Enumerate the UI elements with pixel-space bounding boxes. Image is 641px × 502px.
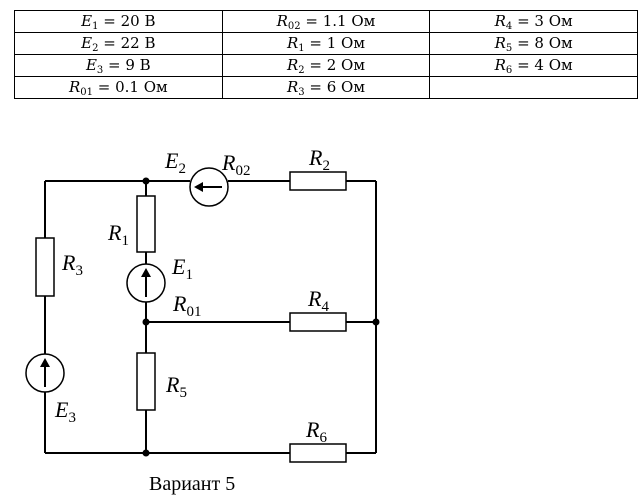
- source-e1: [126, 263, 166, 303]
- label-e3: E3: [54, 397, 76, 426]
- label-r6: R6: [305, 417, 327, 446]
- table-row: E2 = 22 В R1 = 1 Ом R5 = 8 Ом: [14, 32, 638, 55]
- label-r01: R01: [172, 291, 201, 320]
- table-cell: R01 = 0.1 Ом: [14, 76, 223, 99]
- source-e3: [25, 353, 65, 393]
- junction-node: [142, 449, 150, 457]
- source-e2: [189, 167, 229, 207]
- junction-node: [372, 318, 380, 326]
- table-cell: R1 = 1 Ом: [221, 32, 431, 55]
- arrowhead-icon: [141, 268, 151, 277]
- label-e1: E1: [171, 254, 193, 283]
- table-row: E1 = 20 В R02 = 1.1 Ом R4 = 3 Ом: [14, 10, 638, 33]
- label-r02: R02: [221, 150, 250, 179]
- arrowhead-icon: [194, 182, 203, 192]
- parameters-table: E1 = 20 В R02 = 1.1 Ом R4 = 3 Ом E2 = 22…: [14, 10, 638, 99]
- table-cell: R3 = 6 Ом: [221, 76, 431, 99]
- table-row: E3 = 9 В R2 = 2 Ом R6 = 4 Ом: [14, 54, 638, 77]
- table-cell: [429, 76, 638, 99]
- arrowhead-icon: [40, 358, 50, 367]
- table-cell: E2 = 22 В: [14, 32, 223, 55]
- junction-node: [142, 318, 150, 326]
- resistor-r1: [136, 195, 156, 253]
- label-r5: R5: [165, 372, 187, 401]
- variant-caption: Вариант 5: [149, 473, 235, 495]
- label-e2: E2: [164, 148, 186, 177]
- table-row: R01 = 0.1 Ом R3 = 6 Ом: [14, 76, 638, 99]
- label-r1: R1: [107, 220, 129, 249]
- circuit-wires: [44, 180, 377, 454]
- label-r3: R3: [61, 250, 83, 279]
- resistor-r5: [136, 352, 156, 411]
- label-r4: R4: [307, 286, 329, 315]
- table-cell: R4 = 3 Ом: [429, 10, 638, 33]
- resistor-r4: [289, 312, 347, 332]
- table-cell: R6 = 4 Ом: [429, 54, 638, 77]
- resistor-r3: [35, 237, 55, 297]
- resistor-r2: [289, 171, 347, 191]
- junction-node: [142, 177, 150, 185]
- resistor-r6: [289, 443, 347, 463]
- label-r2: R2: [308, 145, 330, 174]
